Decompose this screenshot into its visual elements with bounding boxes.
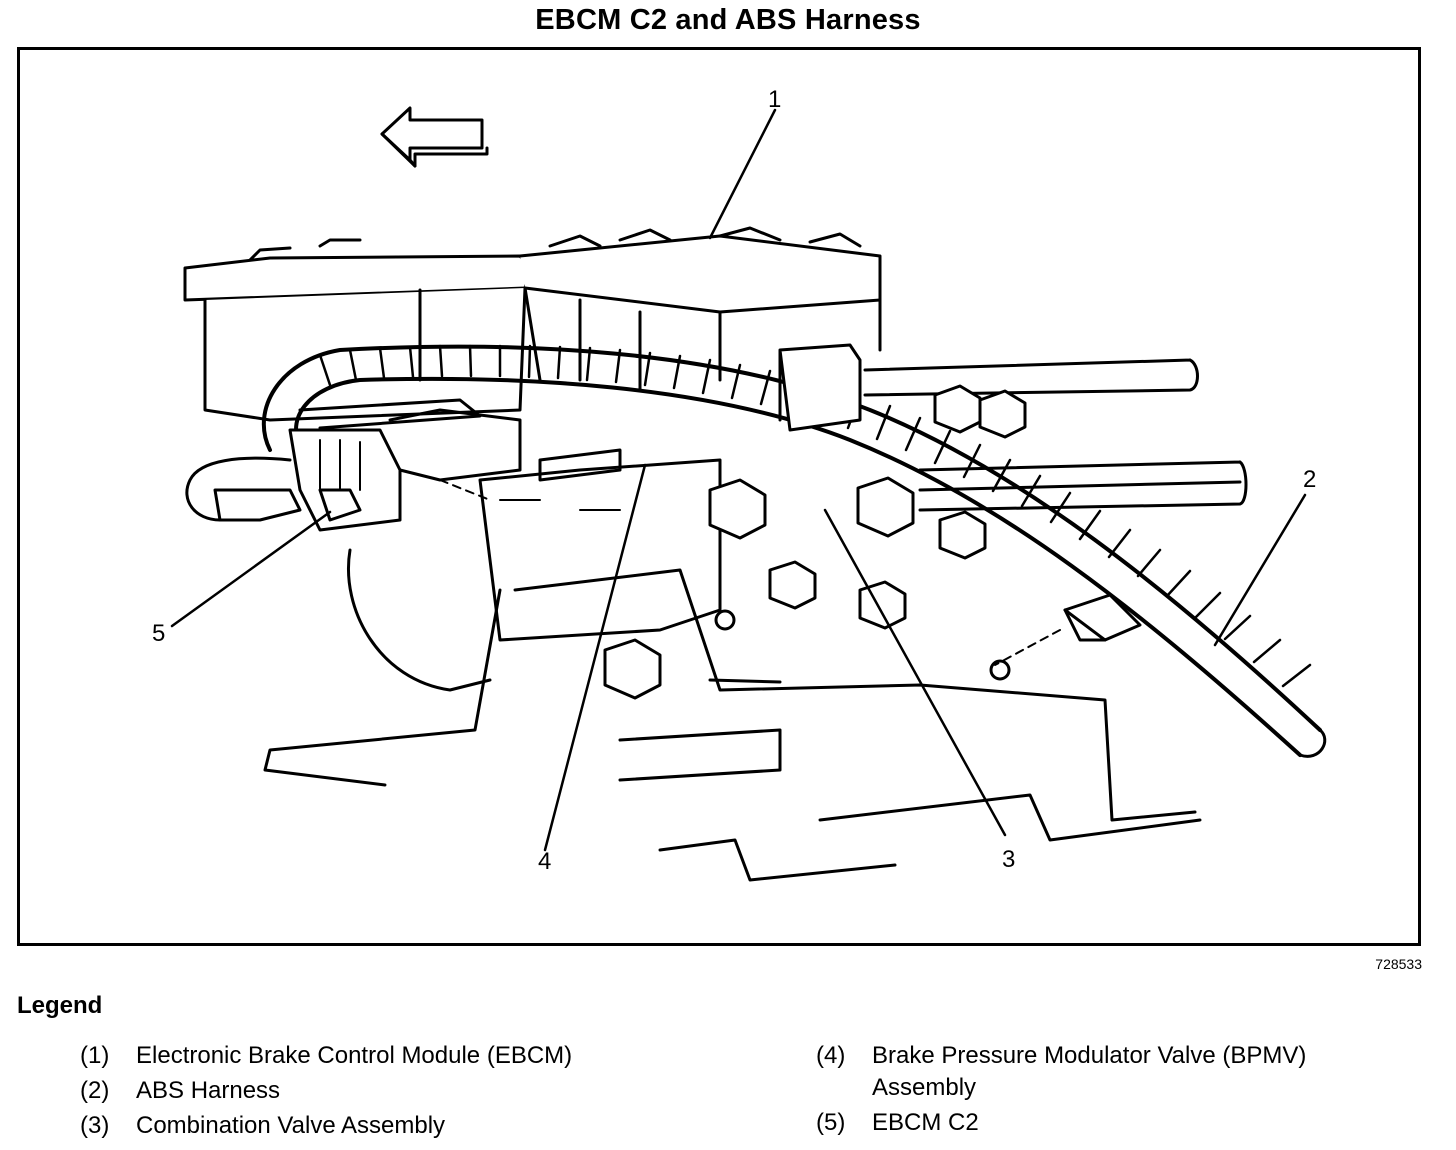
legend-text: EBCM C2 [872, 1109, 979, 1136]
direction-arrow-icon [380, 106, 489, 168]
callout-2: 2 [1303, 466, 1317, 493]
legend-text: ABS Harness [136, 1077, 281, 1104]
callout-4: 4 [538, 848, 552, 875]
callout-3: 3 [1002, 846, 1016, 873]
mounting-bracket-drawing [263, 568, 1202, 882]
legend-number: (4) [816, 1042, 846, 1069]
legend-text: Combination Valve Assembly [136, 1112, 446, 1139]
legend-number: (5) [816, 1109, 846, 1136]
ebcm-module-drawing [183, 226, 882, 422]
illustration-frame: 1 2 3 4 5 [17, 47, 1421, 946]
legend-text: Brake Pressure Modulator Valve (BPMV) As… [872, 1042, 1307, 1101]
leader-line-5 [170, 510, 332, 628]
callout-5: 5 [152, 620, 166, 647]
leader-line-1 [708, 108, 777, 240]
legend-heading: Legend [17, 992, 103, 1019]
callout-1: 1 [768, 86, 782, 113]
leader-line-4 [543, 463, 647, 852]
legend-list: (1) Electronic Brake Control Module (EBC… [0, 1040, 1456, 1150]
bpmv-assembly-drawing [347, 448, 722, 692]
line-drawing [170, 106, 1327, 882]
leader-line-2 [1213, 493, 1307, 647]
figure-id: 728533 [1375, 956, 1422, 972]
diagram-title: EBCM C2 and ABS Harness [535, 4, 921, 36]
leader-line-3 [823, 508, 1007, 837]
legend-number: (2) [80, 1077, 110, 1104]
leader-lines [170, 108, 1307, 852]
combination-valve-drawing [439, 479, 1142, 666]
brake-lines-drawing [778, 343, 1248, 512]
ebcm-c2-connector-drawing [185, 398, 522, 532]
legend-number: (1) [80, 1042, 110, 1069]
hex-nuts-drawing [603, 384, 1027, 700]
legend-number: (3) [80, 1112, 110, 1139]
legend-text: Electronic Brake Control Module (EBCM) [136, 1042, 573, 1069]
